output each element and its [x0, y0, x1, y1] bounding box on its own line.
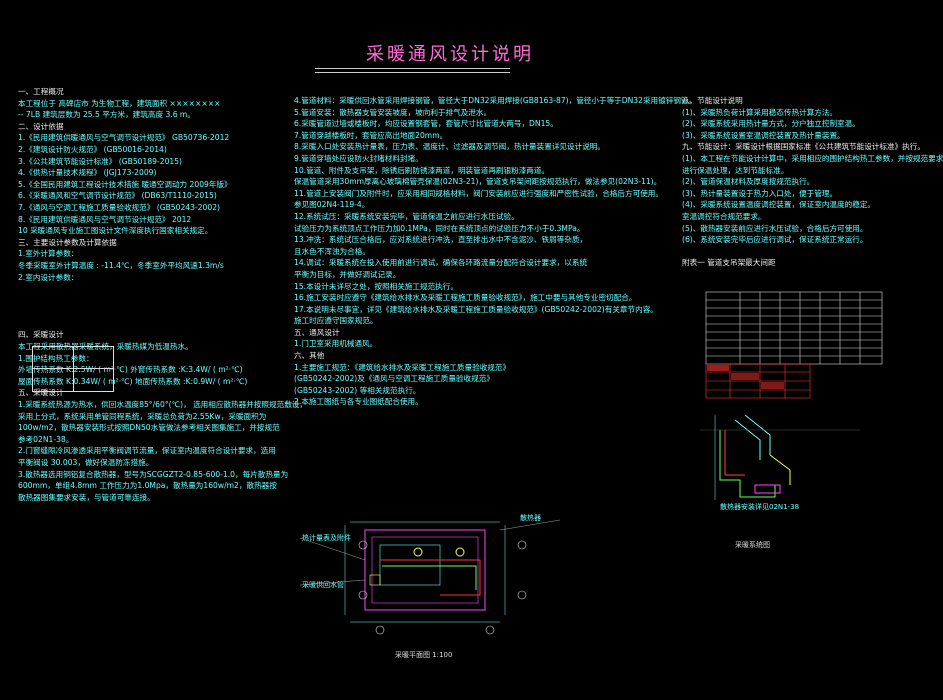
text-line: 6.《采暖通风和空气调节设计规范》 (DB63/T1110-2015) — [18, 191, 217, 201]
text-line: 7.《通风与空调工程施工质量验收规范》 (GB50243-2002) — [18, 202, 220, 212]
text-line: (3)、采暖系统设置室温调控装置及热计量装置。 — [682, 130, 845, 140]
text-line: 13.冲洗：系统试压合格后，应对系统进行冲洗，直至排出水中不含泥沙、铁屑等杂质， — [294, 235, 588, 245]
text-line: 3.散热器选用铜铝复合散热器，型号为SCGGZT2-0.85-600-1.0，每… — [18, 469, 289, 479]
text-line: 12.系统试压：采暖系统安装完毕，管道保温之前应进行水压试验。 — [294, 211, 519, 221]
text-line: 1.门卫室采用机械通风。 — [294, 339, 378, 349]
support-spacing-table — [705, 291, 883, 365]
text-line: 散热器图集要求安装，与管道可靠连接。 — [18, 492, 155, 502]
text-line: 四、采暖设计 — [18, 330, 64, 340]
text-line: 2.室内设计参数： — [18, 272, 79, 282]
title-underline-1 — [315, 68, 510, 69]
text-line: 室温调控符合规范要求。 — [682, 211, 766, 221]
text-line: (1)、本工程在节能设计计算中，采用相应的围护结构热工参数，并按规范要求 — [682, 153, 943, 163]
text-line: 11.管道上安装阀门及附件时，应采用相同规格材料，阀门安装前应进行强度和严密性试… — [294, 188, 663, 198]
text-line: (1)、采暖热负荷计算采用稳态传热计算方法。 — [682, 107, 838, 117]
text-line: 10.管道、附件及支吊架，除锈后刷防锈漆两道，明装管道再刷银粉漆两道。 — [294, 165, 550, 175]
text-line: 1.《民用建筑供暖通风与空气调节设计规范》 GB50736-2012 — [18, 133, 230, 143]
text-line: 保温管道采用30mm厚离心玻璃棉管壳保温(02N3-21)，管道支吊架间距按规范… — [294, 177, 662, 187]
text-line: 15.本设计未详尽之处，按照相关施工规范执行。 — [294, 281, 458, 291]
text-line: 六、其他 — [294, 351, 325, 361]
text-line: 三、主要设计参数及计算依据 — [18, 237, 117, 247]
text-line: (GB50242-2002)及《通风与空调工程施工质量验收规范》 — [294, 374, 494, 384]
text-line: -- 7LB 建筑层数为 25.5 平方米，建筑高度 3.6 m。 — [18, 110, 195, 120]
heating-floor-plan — [299, 519, 561, 635]
text-line: 2.本施工图纸与各专业图纸配合使用。 — [294, 397, 423, 407]
text-line: 外墙传热系数 K:2.5W/ ( m²·℃) 外窗传热系数 :K:3.4W/ (… — [18, 365, 243, 375]
text-line: 施工时应遵守国家规范。 — [294, 316, 378, 326]
text-line: 试验压力为系统顶点工作压力加0.1MPa，同时在系统顶点的试验压力不小于0.3M… — [294, 223, 585, 233]
text-line: 1.采暖系统热源为热水，供回水温度85°/60°(℃)， 选用相应散热器并按照规… — [18, 400, 307, 410]
text-line: 5.《全国民用建筑工程设计技术措施 暖通空调动力 2009年版》 — [18, 179, 232, 189]
title-underline-2 — [315, 72, 510, 73]
system-label: 采暖系统图 — [735, 541, 770, 549]
text-line: 2.《建筑设计防火规范》 (GB50016-2014) — [18, 144, 167, 154]
text-line: 九、节能设计：采暖设计根据国家标准《公共建筑节能设计标准》执行。 — [682, 142, 925, 152]
table-highlight — [761, 382, 784, 389]
text-line: 进行保温处理，达到节能标准。 — [682, 165, 789, 175]
text-line: 14.调试：采暖系统在投入使用前进行调试，确保各环路流量分配符合设计要求，以系统 — [294, 258, 588, 268]
text-line: (3)、热计量装置设于热力入口处，便于管理。 — [682, 188, 838, 198]
plan-label: 采暖平面图 1:100 — [395, 651, 453, 659]
text-line: 100w/m2，散热器安装形式按照DN50水管做法参考相关图集施工，并按规范 — [18, 423, 280, 433]
text-line: 且水色不浑浊为合格。 — [294, 246, 370, 256]
text-line: (4)、采暖系统设置温度调控装置，保证室内温度的稳定。 — [682, 200, 876, 210]
text-line: 五、采暖设计 — [18, 388, 64, 398]
text-line: 一、工程概况 — [18, 87, 64, 96]
page-title: 采暖通风设计说明 — [366, 44, 534, 65]
text-line: 17.本说明未尽事宜，详见《建筑给水排水及采暖工程施工质量验收规范》(GB502… — [294, 304, 658, 314]
text-line: 3.《公共建筑节能设计标准》 (GB50189-2015) — [18, 156, 183, 166]
system-note: 散热器安装详见02N1-38 — [720, 503, 800, 511]
text-line: 6.采暖管道过墙或楼板时，均应设置钢套管，套管尺寸比管道大两号，DN15。 — [294, 119, 558, 129]
text-line: 二、设计依据 — [18, 121, 64, 131]
plan-note-a: 热计量表及附件 — [302, 534, 351, 542]
plan-note-b: 采暖供回水管 — [302, 581, 344, 589]
text-line: (5)、散热器安装前应进行水压试验，合格后方可使用。 — [682, 223, 868, 233]
text-line: 平衡为目标，并做好调试记录。 — [294, 269, 401, 279]
text-line: 采用上分式，系统采用单管同程系统，采暖总负荷为2.55Kw，采暖面积为 — [18, 411, 267, 421]
text-line: 1.围护结构热工参数： — [18, 353, 94, 363]
text-line: 五、通风设计 — [294, 327, 340, 337]
text-line: 参见图02N4-119-4。 — [294, 200, 370, 210]
column-right-text: 八、节能设计说明 (1)、采暖热负荷计算采用稳态传热计算方法。 (2)、采暖系统采用… — [682, 95, 943, 269]
text-line: 1.主要施工规范：《建筑给水排水及采暖工程施工质量验收规范》 — [294, 362, 511, 372]
indoor-parameter-table — [32, 346, 114, 392]
text-line: 5.管道安装：散热器支管安装坡度，坡向利于排气及泄水。 — [294, 107, 492, 117]
text-line: 参考02N1-38。 — [18, 434, 74, 444]
text-line: 4.《供热计量技术规程》 (JGJ173-2009) — [18, 168, 157, 178]
table-highlight — [731, 373, 759, 380]
table-divider-v — [73, 347, 74, 391]
heating-system-diagram — [700, 414, 860, 500]
text-line: (6)、系统安装完毕后应进行调试，保证系统正常运行。 — [682, 235, 868, 245]
text-line: 屋面传热系数 K:0.34W/ ( m²·℃) 地面传热系数 :K:0.9W/ … — [18, 376, 248, 386]
text-line: 平衡阀设 30.003，做好保温防冻措施。 — [18, 458, 154, 467]
text-line: (2)、管道保温材料及厚度按规范执行。 — [682, 177, 815, 187]
text-line: 600mm，单组4.8mm 工作压力为1.0Mpa，散热量为160w/m2，散热… — [18, 481, 277, 491]
text-line: 冬季采暖室外计算温度 : -11.4℃，冬季室外平均风速1.3m/s — [18, 260, 224, 270]
text-line: 八、节能设计说明 — [682, 96, 743, 105]
text-line: 16.施工安装时应遵守《建筑给水排水及采暖工程施工质量验收规范》，施工中要与其他… — [294, 293, 637, 303]
text-line: 8.《民用建筑供暖通风与空气调节设计规范》 2012 — [18, 214, 192, 224]
text-line: 本工程位于 高碑店市 为生物工程，建筑面积 ×××××××× — [18, 98, 221, 108]
text-line: 附表一 管道支吊架最大间距 — [682, 258, 776, 268]
cad-drawings — [299, 291, 883, 635]
table-highlight — [707, 365, 729, 371]
text-line: (GB50243-2002) 等相关规范执行。 — [294, 385, 421, 395]
column-middle-text: 4.管道材料：采暖供回水管采用焊接钢管，管径大于DN32采用焊接(GB8163-… — [294, 95, 697, 408]
text-line: 4.管道材料：采暖供回水管采用焊接钢管，管径大于DN32采用焊接(GB8163-… — [294, 96, 697, 105]
text-line: (2)、采暖系统采用热计量方式，分户独立控制室温。 — [682, 119, 860, 129]
text-line: 9.管道穿墙处应设防火封堵材料封堵。 — [294, 153, 423, 163]
plan-note-c: 散热器 — [520, 514, 541, 522]
text-line: 2.门窗缝隙冷风渗透采用平衡阀调节流量，保证室内温度符合设计要求，选用 — [18, 446, 276, 456]
material-table — [705, 363, 811, 399]
text-line: 10 采暖通风专业施工图设计文件深度执行国家相关规定。 — [18, 226, 213, 236]
text-line: 7.管道穿越楼板时，套管应高出地面20mm。 — [294, 130, 448, 140]
text-line: 1.室外计算参数： — [18, 249, 79, 259]
text-line: 8.采暖入口处安装热计量表，压力表、温度计、过滤器及调节阀，热计量装置详见设计说… — [294, 142, 605, 152]
